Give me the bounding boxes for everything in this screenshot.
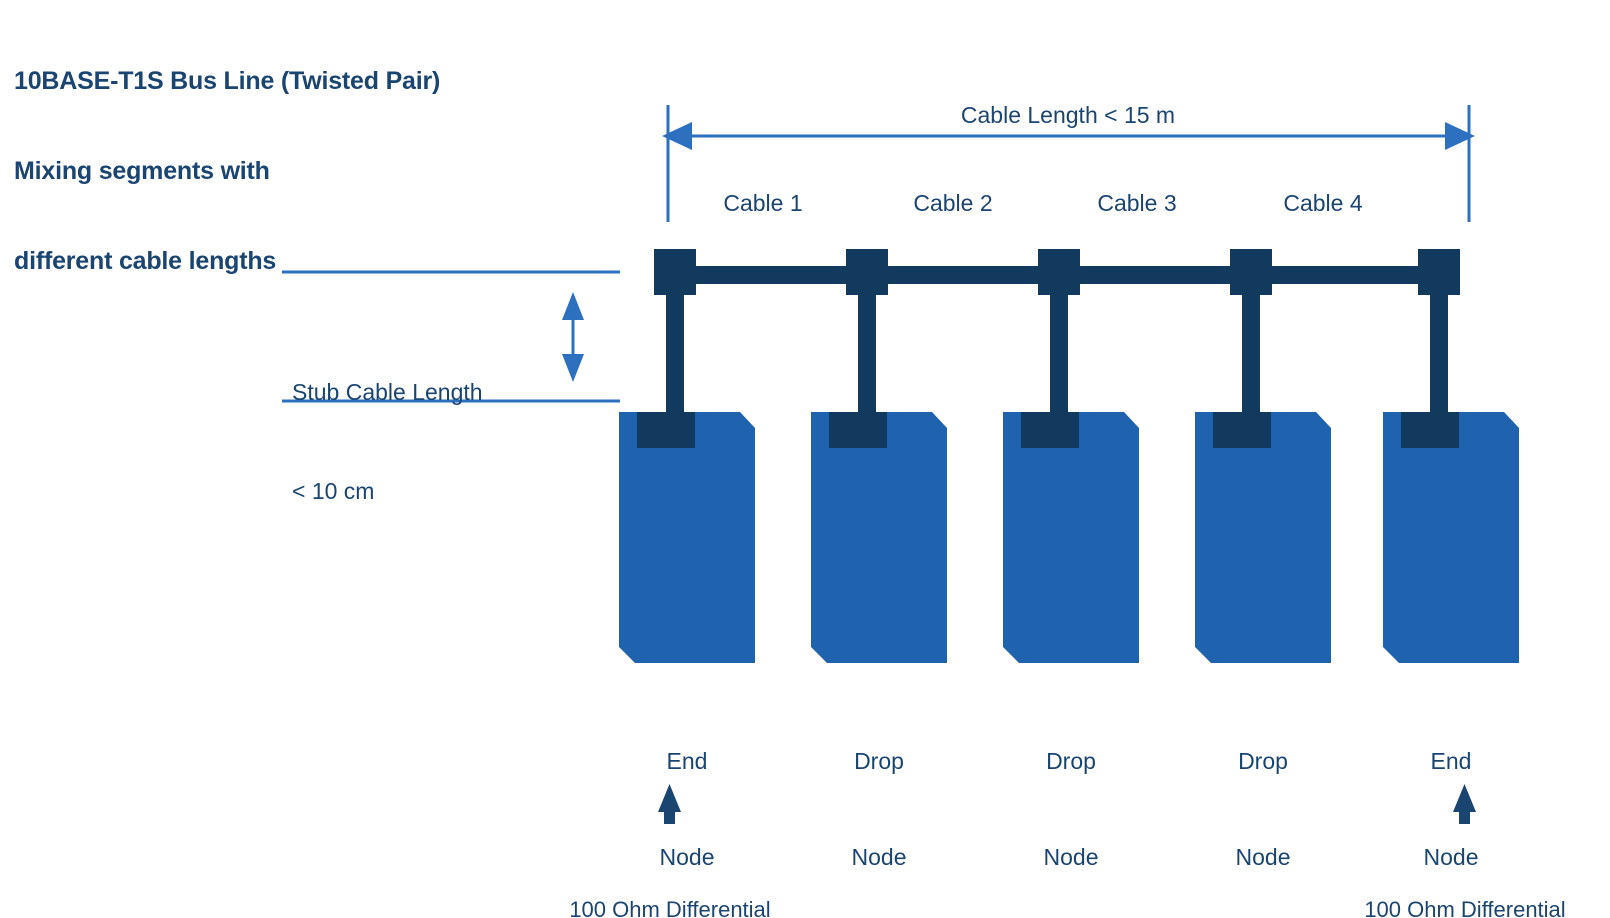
termination-arrow-right <box>1453 784 1476 824</box>
termination-label-left-line-1: 100 Ohm Differential <box>569 897 771 918</box>
bus-connector-1 <box>654 249 696 295</box>
node-label-2: Drop Node <box>799 681 959 918</box>
node-label-1: End Node <box>607 681 767 918</box>
stub-cable-length-label: Stub Cable Length < 10 cm <box>292 310 562 574</box>
node-label-4-line-2: Node <box>1235 844 1291 870</box>
termination-label-right: 100 Ohm Differential Termination <box>1285 832 1610 918</box>
node-label-2-line-2: Node <box>851 844 907 870</box>
node-connector-1 <box>637 412 695 448</box>
node-label-5-line-2: Node <box>1423 844 1479 870</box>
title-line-2: Mixing segments with <box>14 157 270 185</box>
page-title: 10BASE-T1S Bus Line (Twisted Pair) Mixin… <box>14 6 440 336</box>
stub-cable-3 <box>1050 292 1068 417</box>
node-connector-2 <box>829 412 887 448</box>
cable-segment-label-4: Cable 4 <box>1283 190 1363 216</box>
bus-connector-5 <box>1418 249 1460 295</box>
node-box-3[interactable] <box>1003 412 1139 663</box>
arrow-right-icon <box>1445 122 1475 150</box>
node-connector-4 <box>1213 412 1271 448</box>
node-box-4[interactable] <box>1195 412 1331 663</box>
stub-cable-4 <box>1242 292 1260 417</box>
node-connector-3 <box>1021 412 1079 448</box>
node-box-1[interactable] <box>619 412 755 663</box>
node-label-4: Drop Node <box>1183 681 1343 918</box>
title-line-3: different cable lengths <box>14 247 277 275</box>
termination-label-left: 100 Ohm Differential Termination <box>490 832 850 918</box>
stub-label-line-2: < 10 cm <box>292 478 375 504</box>
node-label-1-line-2: Node <box>659 844 715 870</box>
node-label-3-line-2: Node <box>1043 844 1099 870</box>
title-line-1: 10BASE-T1S Bus Line (Twisted Pair) <box>14 67 441 95</box>
termination-arrow-left <box>658 784 681 824</box>
cable-segment-label-3: Cable 3 <box>1097 190 1177 216</box>
node-label-3: Drop Node <box>991 681 1151 918</box>
node-label-2-line-1: Drop <box>854 748 904 774</box>
bus-connector-4 <box>1230 249 1272 295</box>
stub-cable-2 <box>858 292 876 417</box>
stub-label-line-1: Stub Cable Length <box>292 379 483 405</box>
node-label-3-line-1: Drop <box>1046 748 1096 774</box>
node-connector-5 <box>1401 412 1459 448</box>
arrow-down-icon <box>562 354 584 382</box>
node-label-1-line-1: End <box>666 748 708 774</box>
arrow-up-icon <box>562 292 584 320</box>
node-label-5: End Node <box>1371 681 1531 918</box>
stub-cable-1 <box>666 292 684 417</box>
node-label-4-line-1: Drop <box>1238 748 1288 774</box>
bus-connector-3 <box>1038 249 1080 295</box>
cable-segment-label-1: Cable 1 <box>723 190 803 216</box>
termination-label-right-line-1: 100 Ohm Differential <box>1364 897 1566 918</box>
cable-segment-label-2: Cable 2 <box>913 190 993 216</box>
arrow-left-icon <box>662 122 692 150</box>
cable-length-label: Cable Length < 15 m <box>960 102 1176 128</box>
node-label-5-line-1: End <box>1430 748 1472 774</box>
stub-cable-5 <box>1430 292 1448 417</box>
node-box-2[interactable] <box>811 412 947 663</box>
bus-connector-2 <box>846 249 888 295</box>
node-box-5[interactable] <box>1383 412 1519 663</box>
